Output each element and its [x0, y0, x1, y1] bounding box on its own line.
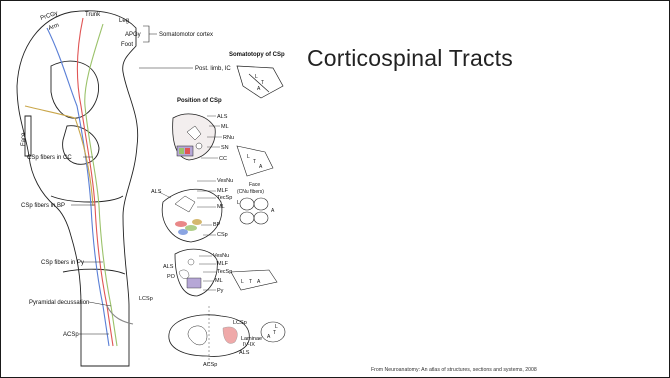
somatotopy-ic: L T A: [237, 66, 283, 98]
pons-somatotopy: [240, 198, 268, 224]
svg-text:ML: ML: [217, 204, 225, 210]
label-trunk: Trunk: [85, 12, 101, 18]
label-acsp-left: ACSp: [63, 332, 79, 338]
svg-text:VesNu: VesNu: [213, 253, 229, 259]
svg-text:TecSp: TecSp: [217, 195, 232, 201]
spinal-section: LCSp LCSp Laminae IV-IX ALS ACSp L T A: [139, 296, 285, 368]
slide-title: Corticospinal Tracts: [307, 45, 513, 72]
svg-text:A: A: [257, 86, 261, 92]
label-arm: Arm: [48, 22, 60, 31]
svg-text:ACSp: ACSp: [203, 362, 217, 368]
svg-text:T: T: [253, 159, 256, 165]
label-decussation: Pyramidal decussation: [29, 300, 89, 306]
somatomotor-bracket: [143, 26, 157, 42]
svg-text:L: L: [241, 279, 244, 285]
label-position: Position of CSp: [177, 98, 222, 104]
label-prcgy: PrCGy: [40, 11, 59, 22]
tract-lines: [25, 18, 133, 346]
svg-text:MLF: MLF: [217, 261, 229, 267]
svg-text:A: A: [259, 164, 263, 170]
svg-text:VesNu: VesNu: [217, 178, 233, 184]
svg-text:Face: Face: [249, 182, 260, 188]
svg-text:RNu: RNu: [223, 135, 234, 141]
svg-text:ALS: ALS: [217, 114, 228, 120]
leg-tract-line: [77, 18, 113, 346]
svg-text:L: L: [237, 200, 240, 206]
svg-text:BP: BP: [213, 222, 221, 228]
label-somatotopy: Somatotopy of CSp: [229, 52, 285, 58]
svg-text:ALS: ALS: [239, 350, 250, 356]
source-caption: From Neuroanatomy: An atlas of structure…: [371, 367, 537, 373]
label-foot: Foot: [121, 42, 133, 48]
svg-text:ALS: ALS: [163, 264, 174, 270]
label-csp-bp: CSp fibers in BP: [21, 203, 65, 209]
label-apgy: APGy: [125, 32, 141, 38]
label-somatomotor: Somatomotor cortex: [159, 32, 213, 38]
svg-text:TecSp: TecSp: [217, 269, 232, 275]
medulla-section: VesNu MLF ALS TecSp PO ML Py L T A: [163, 249, 277, 296]
corticospinal-figure: PrCGy Trunk Leg Arm APGy Foot Somatomoto…: [11, 6, 297, 374]
svg-text:T: T: [261, 80, 264, 86]
svg-text:LCSp: LCSp: [233, 320, 247, 326]
label-leg: Leg: [119, 18, 129, 24]
svg-text:MLF: MLF: [217, 188, 229, 194]
svg-text:PO: PO: [167, 274, 176, 280]
svg-text:A: A: [271, 208, 275, 214]
svg-text:LCSp: LCSp: [139, 296, 153, 302]
svg-text:T: T: [249, 279, 252, 285]
label-csp-py: CSp fibers in Py: [41, 260, 84, 266]
svg-text:Py: Py: [217, 288, 224, 294]
svg-text:L: L: [255, 74, 258, 80]
svg-text:L: L: [247, 154, 250, 160]
svg-text:CSp: CSp: [217, 232, 228, 238]
svg-text:ML: ML: [215, 278, 223, 284]
svg-text:A: A: [257, 279, 261, 285]
svg-text:ALS: ALS: [151, 189, 162, 195]
svg-text:CC: CC: [219, 156, 227, 162]
label-csp-cc: CSp fibers in CC: [27, 155, 72, 161]
svg-text:T: T: [273, 330, 276, 336]
label-face: Face: [21, 132, 27, 146]
svg-text:ML: ML: [221, 124, 229, 130]
svg-text:A: A: [267, 334, 271, 340]
svg-text:IV-IX: IV-IX: [243, 342, 255, 348]
svg-text:SN: SN: [221, 145, 229, 151]
label-post-limb: Post. limb, IC: [195, 66, 231, 72]
svg-text:(CNu fibers): (CNu fibers): [237, 189, 264, 195]
